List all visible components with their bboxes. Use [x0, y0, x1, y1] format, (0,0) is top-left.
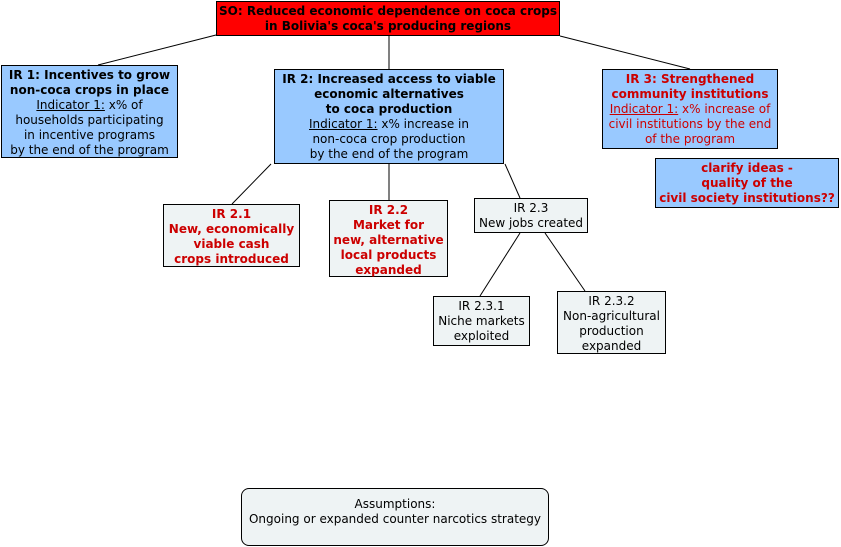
ir22-line4: local products [340, 248, 437, 262]
ir22-line2: Market for [352, 218, 425, 232]
strategic-objective-box: SO: Reduced economic dependence on coca … [216, 1, 560, 36]
ir21-line2: New, economically [168, 222, 295, 236]
ir2-box: IR 2: Increased access to viable economi… [274, 69, 504, 164]
assumptions-text: Ongoing or expanded counter narcotics st… [248, 512, 542, 526]
ir231-box: IR 2.3.1 Niche markets exploited [433, 296, 530, 346]
ir3-title2: community institutions [611, 87, 769, 101]
ir231-line3: exploited [453, 329, 510, 343]
ir3-indicator-text: x% increase of [678, 102, 771, 116]
ir2-line3: by the end of the program [309, 147, 469, 161]
ir1-indicator-label: Indicator 1: [36, 98, 105, 112]
connector-ir23-ir231 [479, 232, 521, 297]
ir21-line3: viable cash [193, 237, 270, 251]
ir2-title3: to coca production [325, 102, 453, 116]
ir1-box: IR 1: Incentives to grow non-coca crops … [1, 65, 178, 158]
ir3-indicator-line: Indicator 1: x% increase of [603, 102, 777, 117]
so-line1: SO: Reduced economic dependence on coca … [219, 4, 557, 18]
ir2-title2: economic alternatives [314, 87, 464, 101]
ir2-indicator-label: Indicator 1: [309, 117, 378, 131]
ir3-line2: civil institutions by the end [608, 117, 772, 131]
ir232-line2: Non-agricultural [563, 309, 660, 323]
ir21-box: IR 2.1 New, economically viable cash cro… [163, 204, 300, 267]
ir232-line3: production [579, 324, 644, 338]
ir3-box: IR 3: Strengthened community institution… [602, 69, 778, 149]
ir1-title2: non-coca crops in place [9, 83, 170, 97]
ir22-box: IR 2.2 Market for new, alternative local… [329, 200, 448, 277]
ir22-line5: expanded [355, 263, 422, 277]
ir232-line1: IR 2.3.2 [588, 294, 635, 308]
ir231-line1: IR 2.3.1 [458, 299, 505, 313]
ir2-line2: non-coca crop production [312, 132, 466, 146]
assumptions-box: Assumptions: Ongoing or expanded counter… [241, 488, 549, 546]
connector-ir23-ir232 [544, 232, 586, 292]
ir232-line4: expanded [581, 339, 642, 353]
clarify-note-box: clarify ideas - quality of the civil soc… [655, 158, 839, 208]
connector-ir2-ir21 [231, 163, 272, 205]
ir1-indicator-text: x% of [104, 98, 143, 112]
ir3-title1: IR 3: Strengthened [625, 72, 755, 86]
assumptions-heading: Assumptions: [354, 497, 436, 511]
ir232-box: IR 2.3.2 Non-agricultural production exp… [557, 291, 666, 354]
ir1-line2: households participating [15, 113, 164, 127]
ir3-indicator-label: Indicator 1: [609, 102, 679, 116]
ir22-line1: IR 2.2 [368, 203, 409, 217]
ir21-line1: IR 2.1 [211, 207, 252, 221]
clarify-line3: civil society institutions?? [659, 191, 835, 205]
clarify-line2: quality of the [701, 176, 793, 190]
connector-ir2-ir23 [504, 163, 521, 199]
ir1-title1: IR 1: Incentives to grow [8, 68, 171, 82]
so-line2: in Bolivia's coca's producing regions [264, 19, 512, 33]
ir231-line2: Niche markets [438, 314, 525, 328]
ir23-line2: New jobs created [478, 216, 584, 230]
connector-so-ir1 [97, 34, 217, 66]
connector-so-ir3 [559, 35, 691, 70]
ir2-indicator-text: x% increase in [377, 117, 469, 131]
ir23-box: IR 2.3 New jobs created [474, 198, 588, 233]
ir2-indicator-line: Indicator 1: x% increase in [275, 117, 503, 132]
ir21-line4: crops introduced [174, 252, 289, 266]
ir1-line4: by the end of the program [10, 143, 169, 157]
ir23-line1: IR 2.3 [513, 201, 549, 215]
clarify-line1: clarify ideas - [701, 161, 793, 175]
ir22-line3: new, alternative [333, 233, 444, 247]
ir1-indicator-line: Indicator 1: x% of [2, 98, 177, 113]
ir1-line3: in incentive programs [23, 128, 156, 142]
ir3-line3: of the program [644, 132, 736, 146]
ir2-title1: IR 2: Increased access to viable [282, 72, 496, 86]
